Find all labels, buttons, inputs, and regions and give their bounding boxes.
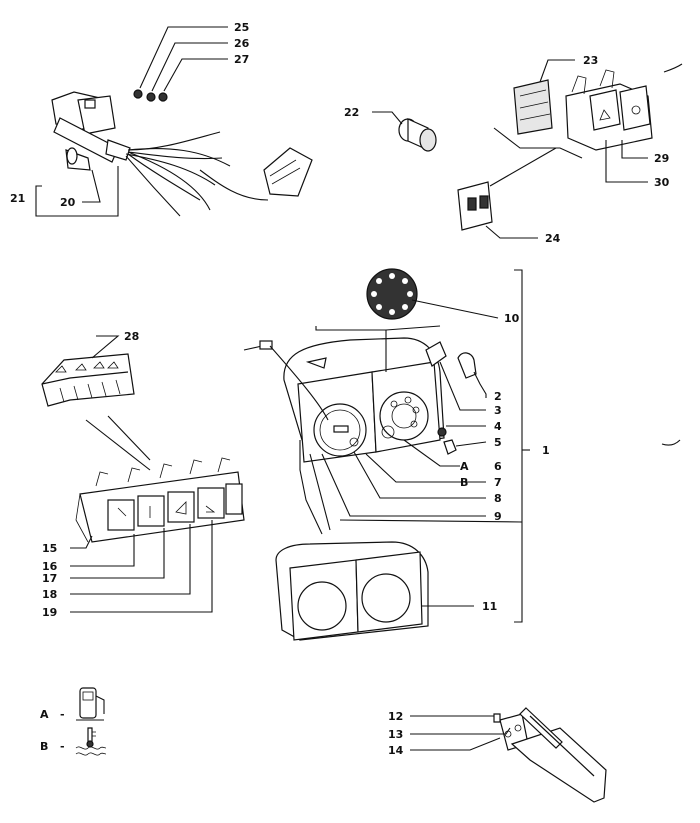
callout-27: 27	[234, 53, 249, 66]
callout-29: 29	[654, 152, 669, 165]
callout-10: 10	[504, 312, 520, 325]
instrument-bezel-11	[275, 541, 474, 641]
legend-b-letter: B	[40, 740, 48, 753]
callout-letter-b: B	[460, 476, 468, 489]
callout-12: 12	[388, 710, 403, 723]
coolant-temperature-icon	[75, 727, 107, 756]
callout-30: 30	[654, 176, 670, 189]
mounting-bracket-assembly	[410, 707, 607, 803]
callout-15: 15	[42, 542, 57, 555]
callout-21: 21	[10, 192, 25, 205]
legend-b-dash: -	[60, 740, 65, 753]
callout-24: 24	[545, 232, 561, 245]
callout-17: 17	[42, 572, 57, 585]
callout-7: 7	[494, 476, 502, 489]
callout-14: 14	[388, 744, 404, 757]
callout-26: 26	[234, 37, 250, 50]
callout-23: 23	[583, 54, 598, 67]
callout-18: 18	[42, 588, 57, 601]
legend-a-letter: A	[40, 708, 49, 721]
legend-a-dash: -	[60, 708, 65, 721]
callout-19: 19	[42, 606, 57, 619]
callout-4: 4	[494, 420, 502, 433]
instrument-cluster	[243, 268, 530, 623]
callout-11: 11	[482, 600, 497, 613]
callout-13: 13	[388, 728, 403, 741]
callout-16: 16	[42, 560, 58, 573]
callout-22: 22	[344, 106, 359, 119]
push-switch-22	[372, 111, 437, 152]
callout-20: 20	[60, 196, 76, 209]
callout-8: 8	[494, 492, 502, 505]
callout-5: 5	[494, 436, 502, 449]
scan-mark-top	[663, 63, 683, 73]
callout-6: 6	[494, 460, 502, 473]
wiring-harness-assembly	[35, 26, 313, 217]
callout-2: 2	[494, 390, 502, 403]
legend: A - B -	[40, 687, 107, 756]
callout-letter-a: A	[460, 460, 469, 473]
switch-panel-28	[41, 335, 135, 407]
callout-1: 1	[542, 444, 550, 457]
rocker-switch-assembly	[457, 59, 653, 239]
fuel-pump-icon	[76, 687, 105, 721]
switch-strip-exploded	[70, 415, 245, 613]
scan-mark-middle	[661, 439, 681, 446]
callout-28: 28	[124, 330, 139, 343]
callout-25: 25	[234, 21, 249, 34]
callout-3: 3	[494, 404, 502, 417]
callout-9: 9	[494, 510, 502, 523]
